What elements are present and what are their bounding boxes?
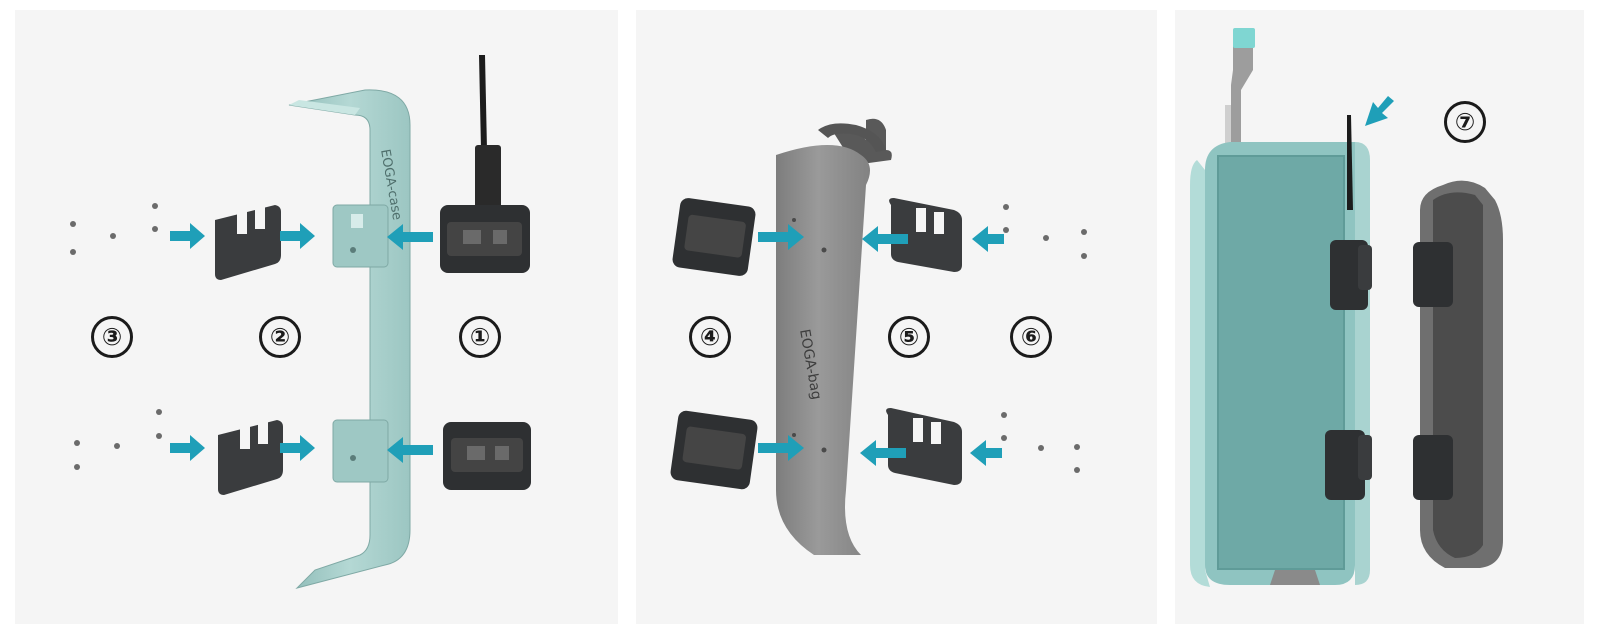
panel-case-assembly: EOGA-case <box>15 10 618 624</box>
bag-panel: EOGA-bag <box>776 118 892 555</box>
final-assembly-illustration <box>1190 28 1503 587</box>
mounting-plate-lower <box>218 420 283 495</box>
bag-direction-arrows <box>758 224 1004 466</box>
bag-connector-lower <box>670 410 758 490</box>
bag-shell <box>1413 180 1503 569</box>
step-label-1: ① <box>459 316 501 358</box>
step-label-5: ⑤ <box>888 316 930 358</box>
bag-plate-upper <box>889 198 962 272</box>
bag-screws <box>1001 204 1087 473</box>
panel-final-assembly: ⑦ <box>1175 10 1584 624</box>
step-label-4: ④ <box>689 316 731 358</box>
mounting-plate-upper <box>215 205 281 280</box>
cable-arrow <box>1365 96 1394 126</box>
step-label-3: ③ <box>91 316 133 358</box>
screws-lower <box>74 409 162 470</box>
connector-lower <box>443 422 531 490</box>
open-case-box <box>1190 142 1370 587</box>
step-label-7: ⑦ <box>1444 101 1486 143</box>
case-handle <box>1225 28 1255 150</box>
case-assembly-illustration: EOGA-case <box>70 55 531 589</box>
case-bracket: EOGA-case <box>288 89 411 589</box>
connector-with-cable <box>440 55 530 273</box>
bag-plate-lower <box>886 408 962 485</box>
screws-upper <box>70 203 158 255</box>
step-label-2: ② <box>259 316 301 358</box>
panel-bag-assembly: EOGA-bag <box>636 10 1157 624</box>
bag-assembly-illustration: EOGA-bag <box>670 118 1087 555</box>
direction-arrows <box>170 223 433 463</box>
step-label-6: ⑥ <box>1010 316 1052 358</box>
inside-connector <box>1325 115 1372 500</box>
bag-connector-upper <box>672 198 756 276</box>
